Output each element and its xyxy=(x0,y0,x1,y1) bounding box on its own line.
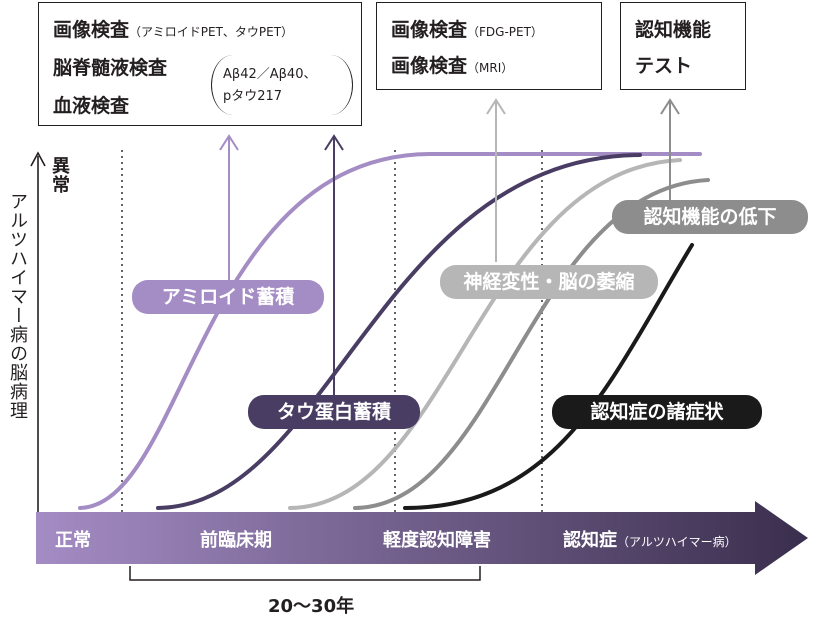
box2-line2: 画像検査（MRI） xyxy=(391,51,513,78)
box2-line2-sub: （MRI） xyxy=(467,61,514,75)
box1-line1-main: 画像検査 xyxy=(53,19,130,41)
neuro-curve xyxy=(288,158,682,510)
y-axis-title: アルツハイマー病の脳病理 xyxy=(7,192,28,420)
amyloid-test-arrow xyxy=(219,134,239,290)
y-axis-arrowhead xyxy=(30,151,46,167)
tau-label: タウ蛋白蓄積 xyxy=(248,395,420,429)
tau-test-arrow xyxy=(324,134,344,395)
tau-curve xyxy=(156,153,642,510)
stage-preclinical: 前臨床期 xyxy=(200,530,272,551)
stage-axis-arrow xyxy=(36,501,808,575)
duration-label: 20〜30年 xyxy=(268,596,355,617)
box3-line1: 認知機能 xyxy=(635,19,712,41)
stage-normal: 正常 xyxy=(55,530,91,551)
imaging-tests-box: 画像検査（FDG-PET） 画像検査（MRI） xyxy=(376,2,602,90)
neuro-test-arrow xyxy=(486,98,506,262)
box2-line1-sub: （FDG-PET） xyxy=(467,25,543,39)
cognitive-test-arrow xyxy=(660,98,680,200)
box1-line2-main: 脳脊髄液検査 xyxy=(53,57,168,79)
amyloid-curve xyxy=(78,152,702,510)
box3-line2: テスト xyxy=(635,55,693,77)
amyloid-label: アミロイド蓄積 xyxy=(132,280,324,314)
box1-line3-main: 血液検査 xyxy=(53,95,130,117)
biomarker-tests-box: 画像検査（アミロイドPET、タウPET） 脳脊髄液検査 血液検査 Aβ42／Aβ… xyxy=(38,2,362,126)
box2-line1-main: 画像検査 xyxy=(391,19,468,41)
box1-paren xyxy=(211,55,353,115)
box1-line1-sub: （アミロイドPET、タウPET） xyxy=(129,25,294,39)
box1-paren-line2: pタウ217 xyxy=(223,89,283,104)
stage-dementia-main: 認知症 xyxy=(563,530,617,551)
stage-dementia: 認知症（アルツハイマー病） xyxy=(563,526,737,552)
cognitive-label: 認知機能の低下 xyxy=(612,200,808,234)
neuro-label: 神経変性・脳の萎縮 xyxy=(440,265,658,299)
stage-mci: 軽度認知障害 xyxy=(383,530,491,551)
cognitive-test-box: 認知機能 テスト xyxy=(620,2,746,90)
box1-paren-line1: Aβ42／Aβ40、 xyxy=(223,67,317,82)
box1-line1: 画像検査（アミロイドPET、タウPET） xyxy=(53,15,293,42)
symptoms-label: 認知症の諸症状 xyxy=(552,395,762,429)
y-axis-top-label: 異常 xyxy=(49,156,70,194)
stage-dementia-sub: （アルツハイマー病） xyxy=(617,535,737,549)
box2-line1: 画像検査（FDG-PET） xyxy=(391,15,543,42)
duration-bracket xyxy=(129,566,481,581)
box2-line2-main: 画像検査 xyxy=(391,55,468,77)
